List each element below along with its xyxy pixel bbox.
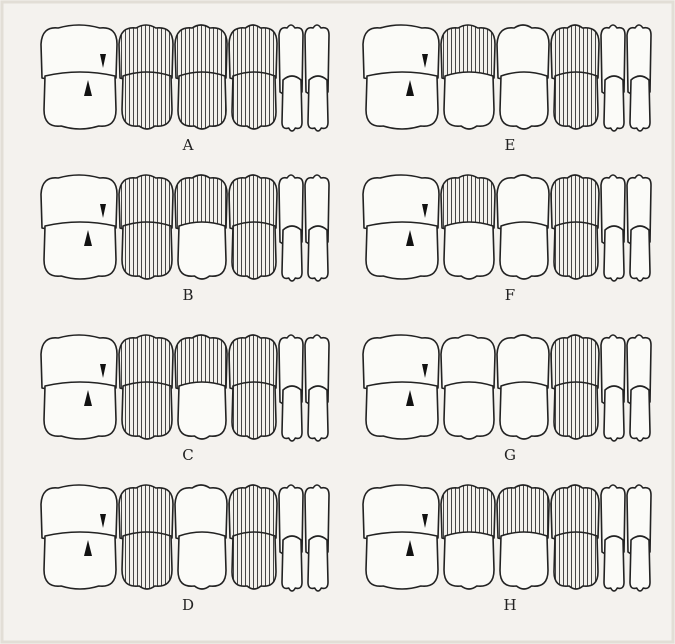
lower-tooth-1 (44, 382, 116, 439)
lower-tooth-3 (178, 382, 226, 439)
lower-tooth-6 (630, 226, 650, 281)
lower-tooth-4 (232, 72, 276, 129)
lower-tooth-1 (44, 222, 116, 279)
panel-label: C (182, 446, 193, 464)
lower-tooth-6 (308, 536, 328, 591)
lower-tooth-3 (178, 222, 226, 279)
lower-tooth-2 (122, 72, 172, 129)
lower-tooth-3 (500, 532, 548, 589)
lower-tooth-4 (554, 222, 598, 279)
panel-label: H (503, 596, 516, 614)
lower-tooth-5 (282, 76, 302, 131)
lower-tooth-5 (604, 76, 624, 131)
lower-tooth-6 (630, 386, 650, 441)
panel-h: H (363, 485, 651, 614)
lower-tooth-4 (554, 532, 598, 589)
panel-b: B (41, 175, 329, 304)
panel-label: F (505, 286, 515, 304)
lower-tooth-2 (444, 532, 494, 589)
lower-tooth-2 (122, 532, 172, 589)
lower-tooth-3 (500, 72, 548, 129)
lower-tooth-1 (366, 382, 438, 439)
lower-tooth-2 (444, 222, 494, 279)
panel-label: B (182, 286, 193, 304)
panel-a: A (41, 25, 329, 154)
lower-tooth-1 (366, 532, 438, 589)
lower-tooth-6 (308, 386, 328, 441)
lower-tooth-1 (44, 532, 116, 589)
lower-tooth-1 (44, 72, 116, 129)
lower-tooth-4 (232, 532, 276, 589)
lower-tooth-2 (122, 222, 172, 279)
lower-tooth-2 (444, 72, 494, 129)
lower-tooth-3 (500, 382, 548, 439)
lower-tooth-5 (282, 386, 302, 441)
lower-tooth-3 (178, 532, 226, 589)
panel-label: A (182, 136, 194, 154)
lower-tooth-6 (308, 226, 328, 281)
panel-grid: A B C D E F G H (41, 25, 651, 614)
lower-tooth-5 (604, 226, 624, 281)
lower-tooth-3 (500, 222, 548, 279)
lower-tooth-5 (604, 536, 624, 591)
panel-label: D (182, 596, 194, 614)
lower-tooth-3 (178, 72, 226, 129)
lower-tooth-2 (122, 382, 172, 439)
lower-tooth-5 (604, 386, 624, 441)
lower-tooth-2 (444, 382, 494, 439)
lower-tooth-4 (232, 382, 276, 439)
lower-tooth-4 (554, 382, 598, 439)
lower-tooth-6 (630, 76, 650, 131)
lower-tooth-6 (630, 536, 650, 591)
panel-label: G (504, 446, 516, 464)
lower-tooth-4 (554, 72, 598, 129)
lower-tooth-5 (282, 226, 302, 281)
panel-c: C (41, 335, 329, 464)
lower-tooth-1 (366, 222, 438, 279)
panel-d: D (41, 485, 329, 614)
lower-tooth-6 (308, 76, 328, 131)
lower-tooth-5 (282, 536, 302, 591)
panel-g: G (363, 335, 651, 464)
lower-tooth-1 (366, 72, 438, 129)
panel-e: E (363, 25, 651, 154)
lower-tooth-4 (232, 222, 276, 279)
panel-label: E (505, 136, 516, 154)
panel-f: F (363, 175, 651, 304)
